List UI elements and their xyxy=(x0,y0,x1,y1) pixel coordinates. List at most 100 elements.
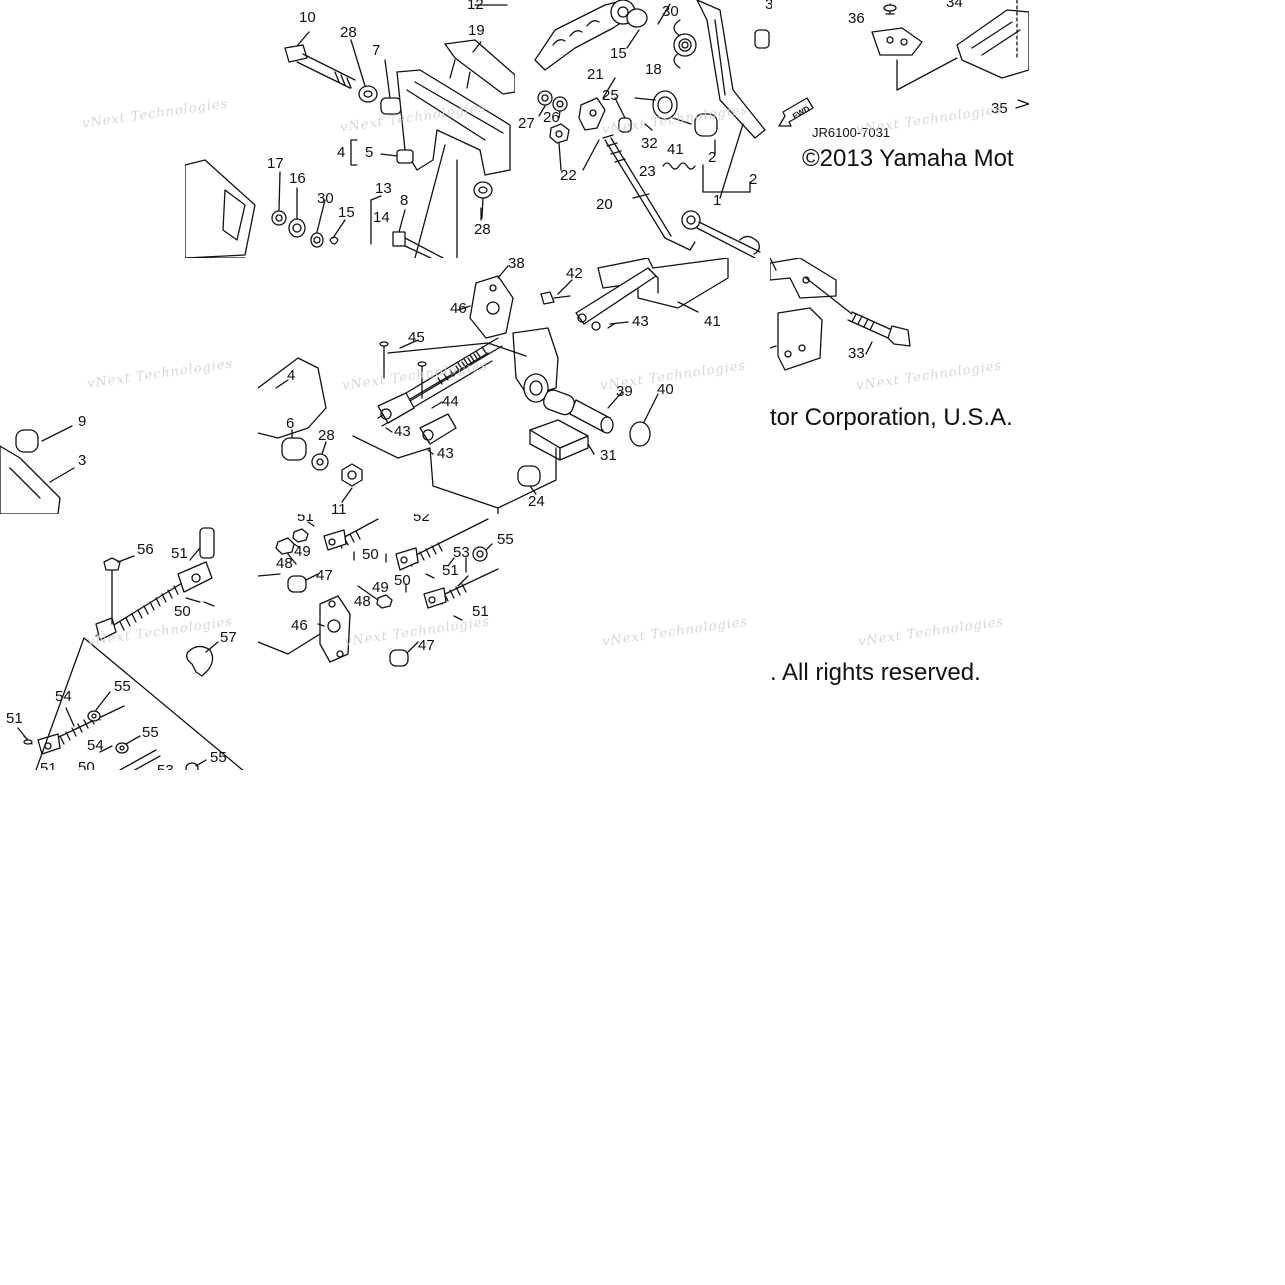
callout: 32 xyxy=(641,135,658,152)
callout: 51 xyxy=(442,562,459,579)
callout: 5 xyxy=(365,144,374,161)
copyright-line-3: . All rights reserved. xyxy=(770,659,981,686)
tile-lower-left-drawing xyxy=(17,527,244,770)
callout: 13 xyxy=(375,180,392,197)
callout: 50 xyxy=(362,546,379,563)
callout: 27 xyxy=(518,115,535,132)
callout: 57 xyxy=(220,629,237,646)
callout: 46 xyxy=(291,617,308,634)
callout: 36 xyxy=(848,10,865,27)
callout: 46 xyxy=(450,300,467,317)
copyright-line-1: ©2013 Yamaha Mot xyxy=(802,145,1014,172)
callout: 39 xyxy=(616,383,633,400)
callout: 4 xyxy=(337,144,346,161)
callout: 50 xyxy=(174,603,191,620)
callout: 40 xyxy=(657,381,674,398)
callout: 23 xyxy=(639,163,656,180)
callout: 22 xyxy=(560,167,577,184)
callout: 49 xyxy=(372,579,389,596)
callout: 41 xyxy=(704,313,721,330)
callout: 42 xyxy=(566,265,583,282)
callout: 7 xyxy=(372,42,381,59)
watermark-label: vNext Technologies xyxy=(857,614,1006,650)
callout: 49 xyxy=(294,543,311,560)
diagram-tile-upper-middle: 30 3 15 18 21 25 27 26 32 41 2 22 23 20 … xyxy=(515,0,772,258)
callout: 24 xyxy=(528,493,545,510)
callout: 50 xyxy=(78,759,95,770)
callout: 55 xyxy=(114,678,131,695)
callout: 14 xyxy=(373,209,390,226)
callout: 51 xyxy=(297,514,314,525)
callout: 26 xyxy=(543,109,560,126)
callout: 53 xyxy=(453,544,470,561)
callout: 31 xyxy=(600,447,617,464)
diagram-tile-lower-left: 56 51 50 57 54 55 51 54 55 55 51 50 53 xyxy=(0,514,245,770)
callout: 1 xyxy=(713,192,722,209)
callout: 21 xyxy=(587,66,604,83)
diagram-tile-middle-left: 9 3 xyxy=(0,258,258,514)
callout: 6 xyxy=(286,415,295,432)
tile-middle-left-drawing xyxy=(0,425,75,514)
callout: 53 xyxy=(157,763,174,770)
tile-upper-left-drawing xyxy=(185,4,515,258)
callout: 9 xyxy=(78,413,87,430)
diagram-tile-lower-center: 51 50 52 53 55 49 48 51 50 47 49 48 51 4… xyxy=(258,514,515,770)
callout: 28 xyxy=(340,24,357,41)
callout: 3 xyxy=(765,0,772,13)
watermark: vNext Technologies xyxy=(857,614,1005,649)
callout: 28 xyxy=(474,221,491,238)
drawing-reference-number: JR6100-7031 xyxy=(812,125,891,140)
callout: 51 xyxy=(40,760,57,770)
callout: 51 xyxy=(6,710,23,727)
callout: 19 xyxy=(468,22,485,39)
tile-upper-middle-drawing xyxy=(534,0,770,258)
callout: 55 xyxy=(210,749,227,766)
callout: 35 xyxy=(991,100,1008,117)
callout: 54 xyxy=(87,737,104,754)
tile-middle-right-drawing xyxy=(770,258,911,371)
callout: 55 xyxy=(142,724,159,741)
callout: 47 xyxy=(418,637,435,654)
copyright-line-2: tor Corporation, U.S.A. xyxy=(770,404,1013,431)
callout: 55 xyxy=(497,531,514,548)
callout: 2 xyxy=(708,149,717,166)
callout: 51 xyxy=(171,545,188,562)
callout: 48 xyxy=(354,593,371,610)
callout: 52 xyxy=(413,514,430,525)
diagram-tile-upper-right: 36 34 35 FWD JR6100-7031 ©2013 Yamaha Mo… xyxy=(772,0,1029,258)
watermark-label: vNext Technologies xyxy=(601,614,750,650)
watermark: vNext Technologies xyxy=(601,614,749,649)
callout: 3 xyxy=(78,452,87,469)
callout: 20 xyxy=(596,196,613,213)
callout: 15 xyxy=(338,204,355,221)
tile-upper-right-drawing xyxy=(871,0,1029,109)
callout: 48 xyxy=(276,555,293,572)
callout: 50 xyxy=(394,572,411,589)
callout: 28 xyxy=(318,427,335,444)
callout: 10 xyxy=(299,9,316,26)
fwd-arrow-icon xyxy=(778,97,814,127)
diagram-tile-center: 38 46 42 43 41 45 4 44 43 43 6 28 11 39 … xyxy=(258,258,770,514)
diagram-tile-middle-right: 33 tor Corporation, U.S.A. xyxy=(770,258,1030,514)
callout: 43 xyxy=(632,313,649,330)
tile-lower-center-drawing xyxy=(258,518,499,667)
callout: 30 xyxy=(317,190,334,207)
callout: 8 xyxy=(400,192,409,209)
callout: 41 xyxy=(667,141,684,158)
callout: 51 xyxy=(472,603,489,620)
callout: 11 xyxy=(331,501,347,514)
callout: 45 xyxy=(408,329,425,346)
callout: 4 xyxy=(287,367,296,384)
callout: 34 xyxy=(946,0,963,11)
callout: 12 xyxy=(467,0,484,13)
callout: 25 xyxy=(602,87,619,104)
callout: 43 xyxy=(394,423,411,440)
callout: 30 xyxy=(662,3,679,20)
callout: 47 xyxy=(316,567,333,584)
tile-center-drawing xyxy=(258,258,729,514)
callout: 56 xyxy=(137,541,154,558)
diagram-tile-upper-left: 10 28 7 12 19 4 5 17 16 30 15 13 14 8 29… xyxy=(185,0,515,258)
callout: 38 xyxy=(508,258,525,272)
callout: 16 xyxy=(289,170,306,187)
callout: 18 xyxy=(645,61,662,78)
